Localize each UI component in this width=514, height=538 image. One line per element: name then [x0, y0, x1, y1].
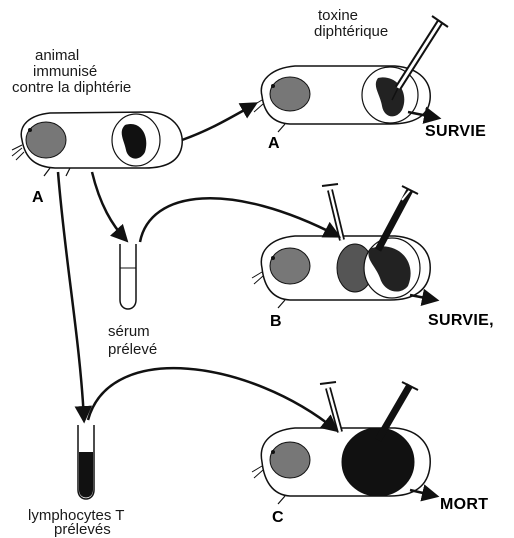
serum-label-line-2: prélevé: [108, 342, 157, 358]
outcome-a-survive: SURVIE: [425, 124, 486, 140]
recipient-b-label: B: [270, 314, 282, 330]
serum-label-line-1: sérum: [108, 324, 150, 340]
immunized-label-line-2: immunisé: [33, 64, 97, 80]
lymphocyte-label-line-2: prélevés: [54, 522, 111, 538]
outcome-b-survive: SURVIE,: [428, 313, 494, 329]
recipient-a-label: A: [268, 136, 280, 152]
toxin-label-line-2: diphtérique: [314, 24, 388, 40]
donor-animal-label: A: [32, 190, 44, 206]
immunized-label-line-3: contre la diphtérie: [12, 80, 131, 96]
guinea-pig-c-icon: [252, 428, 430, 504]
guinea-pig-b-icon: [252, 236, 430, 308]
lymphocyte-test-tube-icon: [78, 425, 94, 499]
recipient-c-label: C: [272, 510, 284, 526]
donor-guinea-pig-icon: [12, 112, 182, 176]
outcome-c-death: MORT: [440, 497, 488, 513]
toxin-label-line-1: toxine: [318, 8, 358, 24]
immunized-label-line-1: animal: [35, 48, 79, 64]
serum-test-tube-icon: [120, 244, 136, 309]
